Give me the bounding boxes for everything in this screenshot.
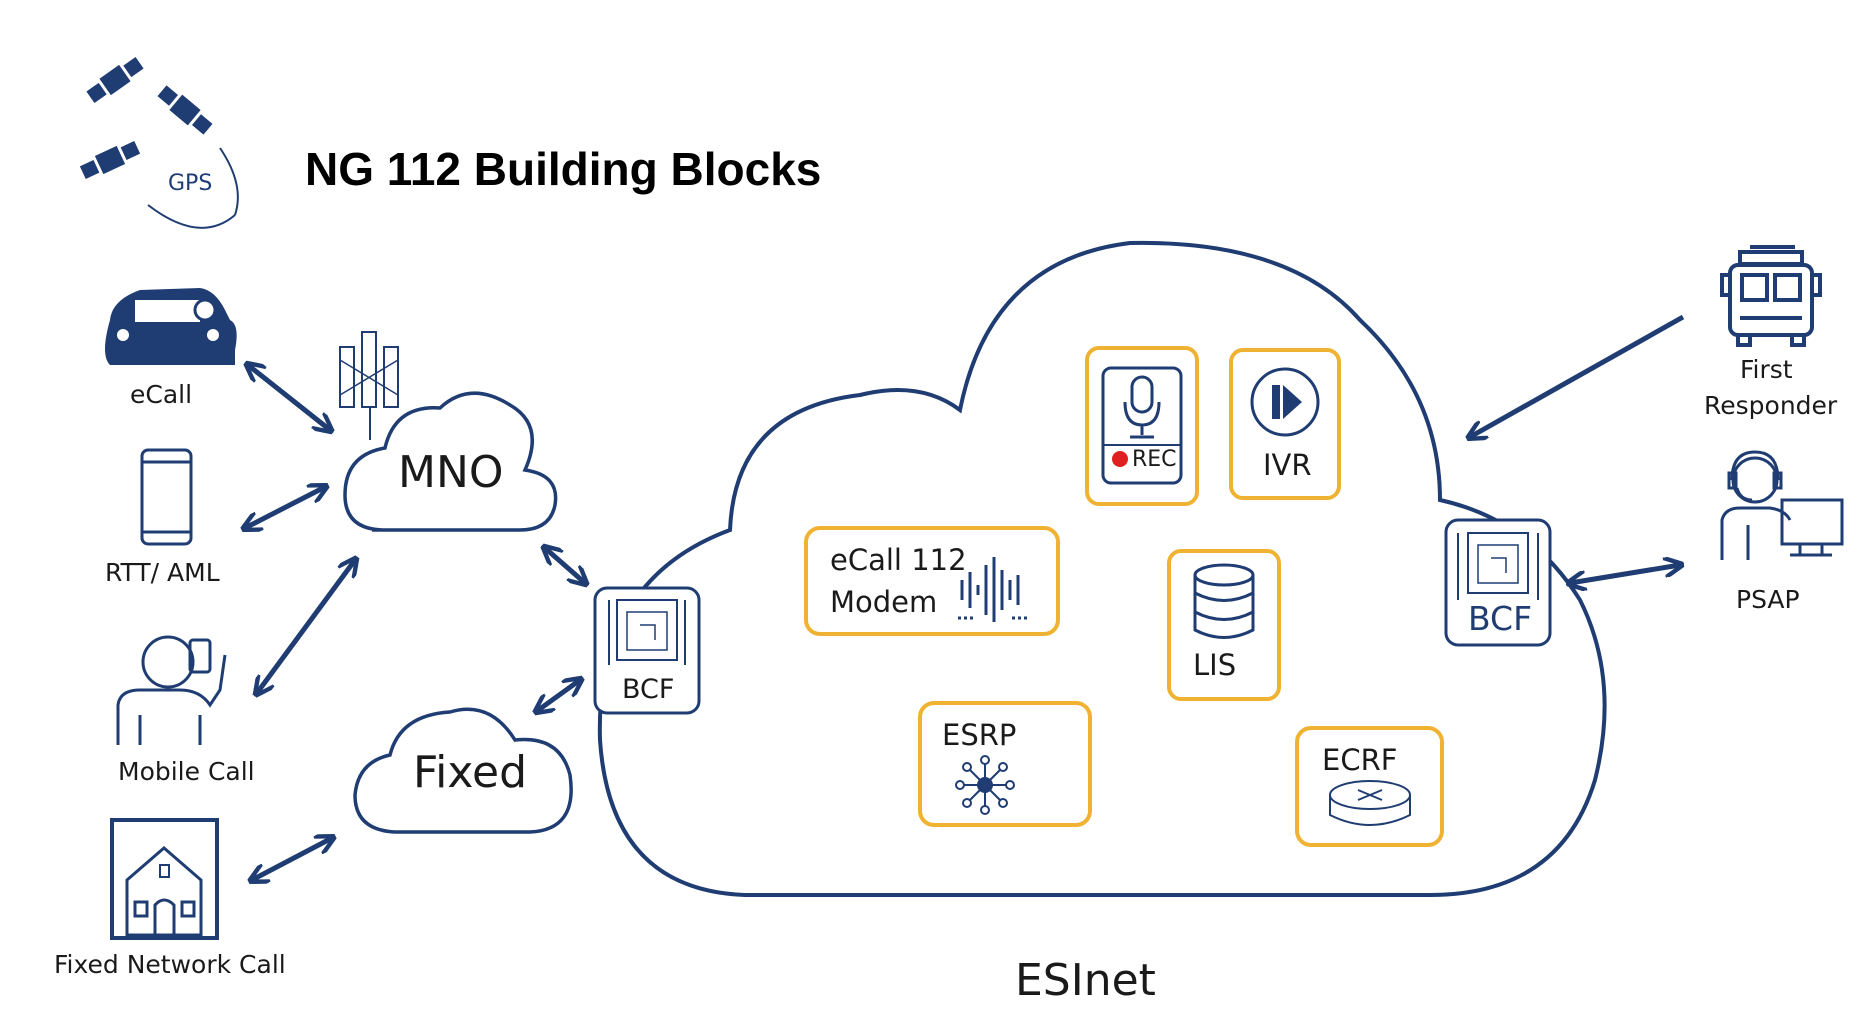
- bcf-left-label: BCF: [622, 674, 674, 705]
- ivr-box: IVR: [1229, 348, 1341, 500]
- ecall-label: eCall: [130, 380, 192, 409]
- esrp-box: ESRP: [918, 701, 1092, 827]
- bcf-right: BCF: [1444, 518, 1552, 647]
- mno-cloud: [343, 391, 558, 532]
- esinet-label: ESInet: [1015, 955, 1156, 1006]
- satellite-icon: [79, 57, 213, 180]
- router-icon: [1329, 780, 1411, 826]
- ecall-modem-line1: eCall 112: [830, 543, 967, 577]
- rtt-label: RTT/ AML: [105, 558, 220, 587]
- mobile-call-label: Mobile Call: [118, 757, 255, 786]
- lis-box: LIS: [1167, 549, 1281, 701]
- rec-label: REC: [1132, 447, 1177, 472]
- fixed-call-label: Fixed Network Call: [54, 950, 286, 979]
- play-icon: [1250, 367, 1320, 437]
- mobile-caller-icon: [116, 635, 227, 745]
- ecall-modem-box: eCall 112 Modem: [804, 526, 1060, 636]
- gps-label: GPS: [168, 171, 212, 196]
- house-icon: [110, 818, 219, 940]
- ecrf-label: ECRF: [1322, 743, 1397, 777]
- smartphone-icon: [140, 448, 193, 546]
- first-responder-line1: First: [1740, 355, 1793, 384]
- network-hub-icon: [955, 755, 1015, 815]
- psap-label: PSAP: [1736, 585, 1800, 614]
- car-icon: [105, 288, 237, 365]
- connection-arrows: [245, 314, 1683, 880]
- bcf-left: BCF: [593, 586, 701, 715]
- ecall-modem-line2: Modem: [830, 585, 937, 619]
- fire-truck-icon: [1720, 245, 1822, 347]
- lis-label: LIS: [1193, 648, 1236, 682]
- ecrf-box: ECRF: [1295, 726, 1444, 847]
- page-title: NG 112 Building Blocks: [305, 143, 821, 195]
- fixed-network-label: Fixed: [413, 747, 527, 798]
- waveform-icon: [958, 557, 1030, 622]
- ivr-label: IVR: [1263, 448, 1312, 482]
- psap-operator-icon: [1720, 450, 1844, 560]
- bcf-right-label: BCF: [1468, 599, 1532, 638]
- antenna-icon: [339, 331, 399, 440]
- record-dot-icon: [1112, 451, 1128, 467]
- mno-label: MNO: [398, 447, 504, 498]
- fixed-cloud: [353, 707, 573, 834]
- esrp-label: ESRP: [942, 718, 1016, 752]
- rec-box: REC: [1085, 346, 1199, 506]
- gps-orbit-arc: [147, 204, 236, 229]
- microphone-icon: [1123, 375, 1161, 439]
- first-responder-line2: Responder: [1704, 391, 1838, 420]
- database-icon: [1193, 563, 1255, 639]
